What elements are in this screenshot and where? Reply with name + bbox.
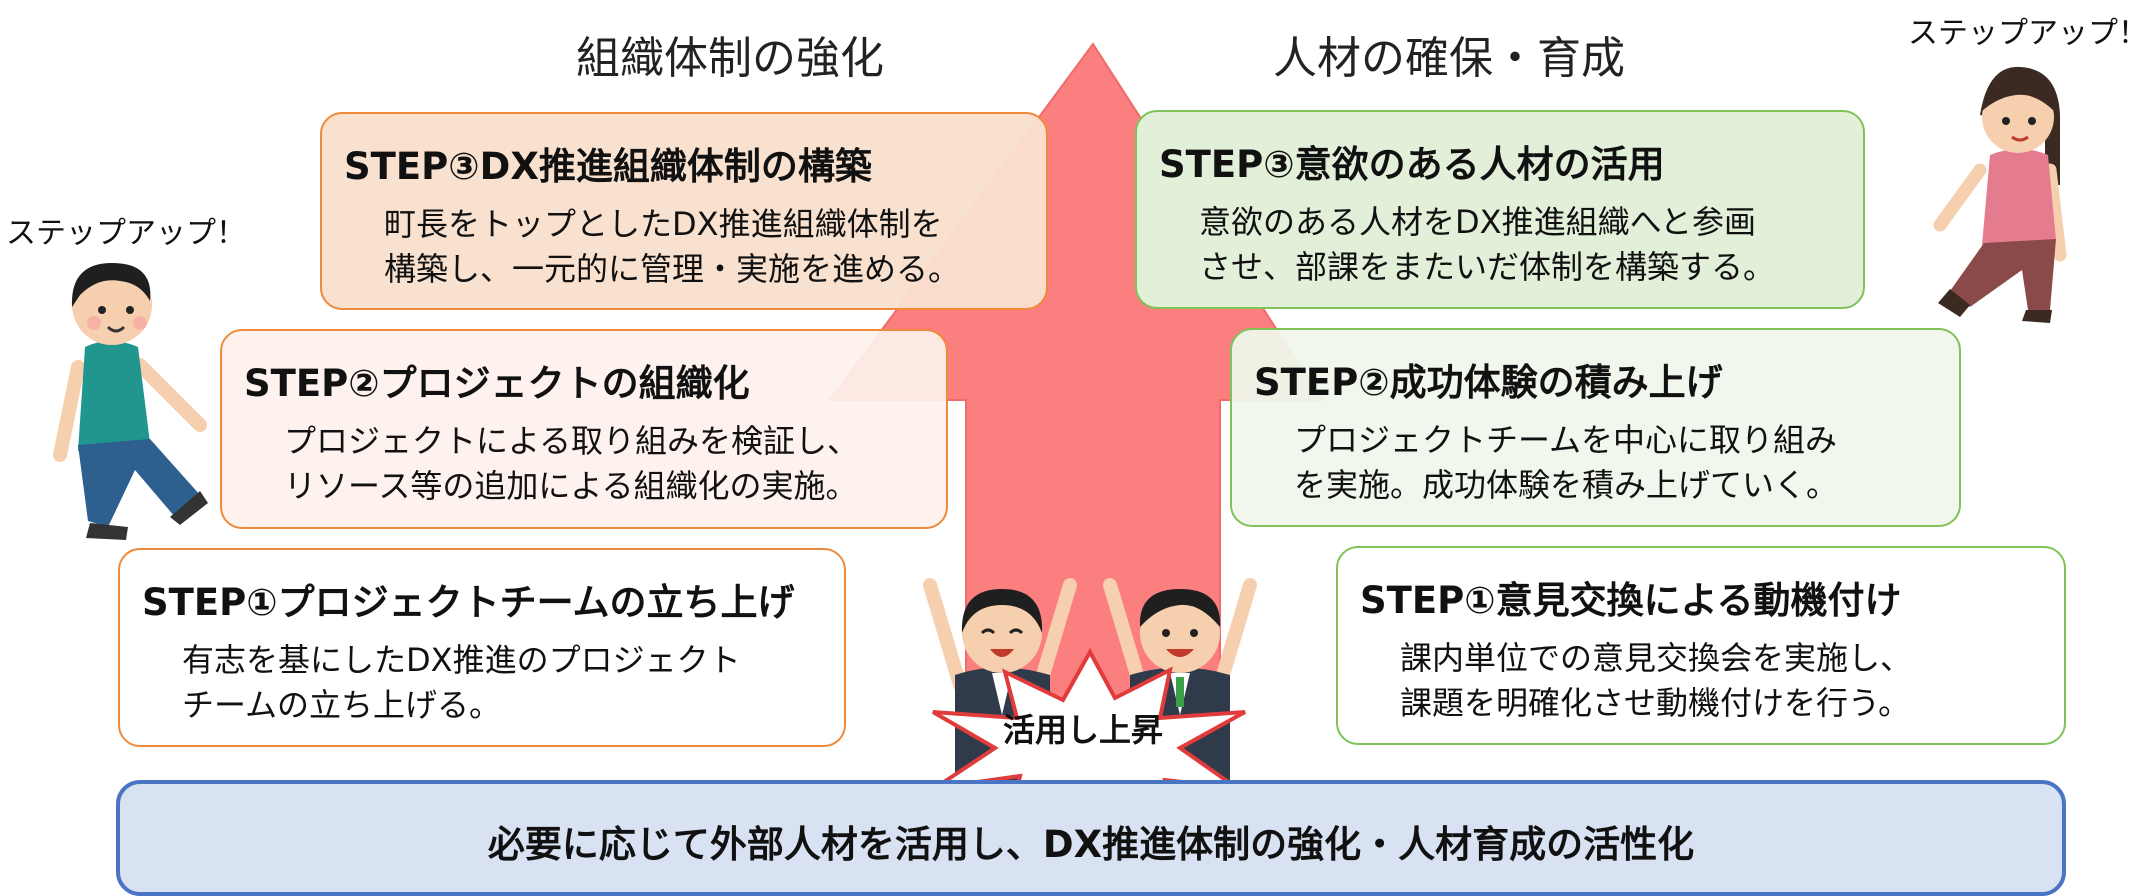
bottom-banner: 必要に応じて外部人材を活用し、DX推進体制の強化・人材育成の活性化 (116, 780, 2066, 896)
right-step-2-title: STEP②成功体験の積み上げ (1254, 361, 1723, 404)
desc-line: 課内単位での意見交換会を実施し、 (1400, 639, 1913, 677)
desc-line: プロジェクトチームを中心に取り組み (1294, 421, 1838, 459)
left-step-1-box: STEP①プロジェクトチームの立ち上げ 有志を基にしたDX推進のプロジェクト チ… (118, 548, 846, 747)
right-step-3-box: STEP③意欲のある人材の活用 意欲のある人材をDX推進組織へと参画 させ、部課… (1135, 110, 1865, 309)
left-step-3-desc: 町長をトップとしたDX推進組織体制を 構築し、一元的に管理・実施を進める。 (384, 202, 960, 292)
right-step-3-title: STEP③意欲のある人材の活用 (1159, 143, 1665, 186)
stepup-left-label: ステップアップ！ (6, 216, 246, 251)
desc-line: 町長をトップとしたDX推進組織体制を (384, 205, 943, 243)
right-step-1-title: STEP①意見交換による動機付け (1360, 579, 1902, 622)
right-step-1-box: STEP①意見交換による動機付け 課内単位での意見交換会を実施し、 課題を明確化… (1336, 546, 2066, 745)
desc-line: 構築し、一元的に管理・実施を進める。 (384, 250, 961, 288)
left-step-1-desc: 有志を基にしたDX推進のプロジェクト チームの立ち上げる。 (182, 638, 741, 728)
left-column-title: 組織体制の強化 (576, 33, 884, 84)
desc-line: リソース等の追加による組織化の実施。 (284, 467, 858, 505)
burst-label: 活用し上昇 (1003, 711, 1164, 749)
desc-line: 課題を明確化させ動機付けを行う。 (1400, 684, 1911, 722)
desc-line: チームの立ち上げる。 (182, 686, 502, 724)
right-step-3-desc: 意欲のある人材をDX推進組織へと参画 させ、部課をまたいだ体制を構築する。 (1199, 200, 1775, 290)
walking-boy-illustration (53, 263, 208, 540)
left-step-3-box: STEP③DX推進組織体制の構築 町長をトップとしたDX推進組織体制を 構築し、… (320, 112, 1048, 310)
right-step-2-box: STEP②成功体験の積み上げ プロジェクトチームを中心に取り組み を実施。成功体… (1230, 328, 1961, 527)
stepup-right-label: ステップアップ！ (1908, 16, 2130, 51)
left-step-2-title: STEP②プロジェクトの組織化 (244, 362, 750, 405)
desc-line: プロジェクトによる取り組みを検証し、 (284, 422, 860, 460)
left-step-2-box: STEP②プロジェクトの組織化 プロジェクトによる取り組みを検証し、 リソース等… (220, 329, 948, 529)
left-step-3-title: STEP③DX推進組織体制の構築 (344, 145, 872, 188)
walking-woman-illustration (1933, 66, 2067, 323)
desc-line: させ、部課をまたいだ体制を構築する。 (1199, 248, 1776, 286)
right-column-title: 人材の確保・育成 (1273, 33, 1625, 84)
desc-line: を実施。成功体験を積み上げていく。 (1294, 466, 1839, 504)
left-step-1-title: STEP①プロジェクトチームの立ち上げ (142, 581, 795, 624)
desc-line: 有志を基にしたDX推進のプロジェクト (182, 641, 741, 679)
left-step-2-desc: プロジェクトによる取り組みを検証し、 リソース等の追加による組織化の実施。 (284, 419, 859, 509)
right-step-1-desc: 課内単位での意見交換会を実施し、 課題を明確化させ動機付けを行う。 (1400, 636, 1912, 726)
desc-line: 意欲のある人材をDX推進組織へと参画 (1199, 203, 1756, 241)
bottom-banner-text: 必要に応じて外部人材を活用し、DX推進体制の強化・人材育成の活性化 (487, 823, 1695, 866)
right-step-2-desc: プロジェクトチームを中心に取り組み を実施。成功体験を積み上げていく。 (1294, 418, 1838, 508)
